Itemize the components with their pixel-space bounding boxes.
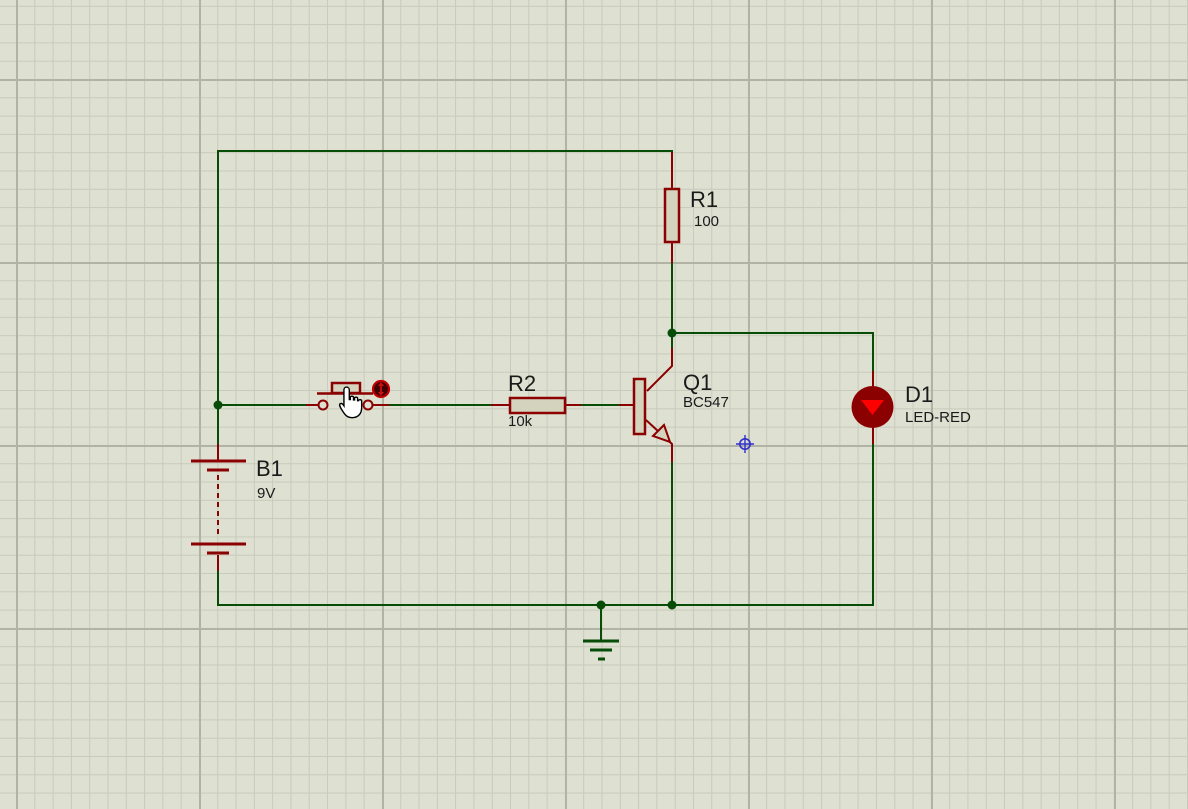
- junction-dot: [667, 328, 677, 338]
- ground-symbol[interactable]: [583, 605, 619, 661]
- b1-ref-label: B1: [256, 456, 283, 481]
- origin-marker-icon: [736, 435, 754, 453]
- wires: [217, 150, 874, 606]
- resistor-r2[interactable]: [491, 396, 581, 415]
- button-terminal: [362, 399, 374, 411]
- junction-dot: [596, 600, 606, 610]
- r2-ref-label: R2: [508, 371, 537, 396]
- led-arrow-icon: [861, 400, 884, 415]
- hand-cursor-icon: [338, 386, 363, 419]
- button-terminal: [317, 399, 329, 411]
- resistor-r1[interactable]: [663, 152, 681, 263]
- battery-b1[interactable]: [191, 444, 246, 571]
- junction-dot: [213, 400, 223, 410]
- q1-value-label: BC547: [683, 394, 729, 411]
- r1-ref-label: R1: [690, 187, 719, 212]
- d1-value-label: LED-RED: [905, 409, 971, 426]
- button-actuator[interactable]: [371, 379, 391, 399]
- collector-pin: [646, 348, 673, 392]
- d1-ref-label: D1: [905, 382, 934, 407]
- transistor-q1[interactable]: [619, 348, 673, 462]
- q1-ref-label: Q1: [683, 370, 713, 395]
- base-bar: [632, 377, 647, 436]
- junction-dots: [213, 328, 677, 610]
- emitter-arrow: [651, 423, 672, 444]
- led-d1[interactable]: [851, 371, 894, 444]
- junction-dot: [667, 600, 677, 610]
- b1-value-label: 9V: [257, 485, 276, 502]
- r2-value-label: 10k: [508, 413, 533, 430]
- emitter-pin: [645, 419, 673, 462]
- r1-value-label: 100: [694, 213, 720, 230]
